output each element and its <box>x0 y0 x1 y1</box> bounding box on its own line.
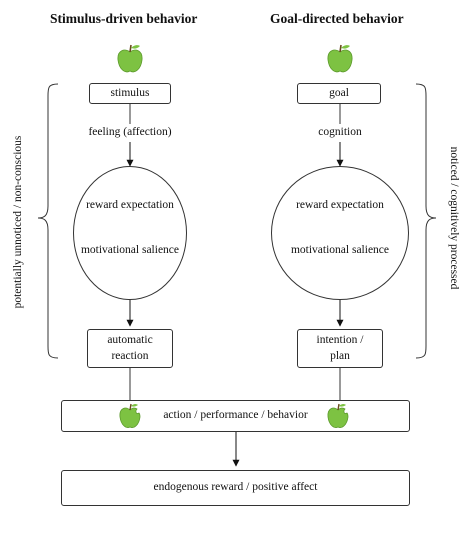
right-reward-circle <box>271 166 409 300</box>
left-motivational-salience: motivational salience <box>80 244 180 256</box>
goal-label: goal <box>329 86 349 99</box>
apple-icon <box>117 44 143 73</box>
automatic-reaction-line1: automatic <box>107 333 153 346</box>
feeling-label: feeling (affection) <box>88 126 172 138</box>
automatic-reaction-box: automatic reaction <box>87 329 173 368</box>
left-reward-expectation: reward expectation <box>86 199 174 211</box>
stimulus-label: stimulus <box>110 86 150 99</box>
right-motivational-salience: motivational salience <box>290 244 390 256</box>
stimulus-box: stimulus <box>89 83 171 104</box>
cognition-label: cognition <box>318 126 362 138</box>
right-heading: Goal-directed behavior <box>270 11 404 26</box>
reward-label: endogenous reward / positive affect <box>153 481 318 494</box>
action-label: action / performance / behavior <box>163 409 308 422</box>
automatic-reaction-line2: reaction <box>111 349 149 362</box>
intention-plan-line2: plan <box>330 349 350 362</box>
action-box: action / performance / behavior <box>61 400 410 432</box>
bitten-apple-icon <box>119 403 141 428</box>
left-reward-circle <box>73 166 187 300</box>
right-brace <box>415 83 437 359</box>
apple-icon <box>327 44 353 73</box>
right-reward-expectation: reward expectation <box>296 199 384 211</box>
right-side-label: noticed / cognitively processed <box>448 146 460 290</box>
left-side-label: potentially unnoticed / non-conscious <box>12 135 24 309</box>
left-heading: Stimulus-driven behavior <box>50 11 198 26</box>
goal-box: goal <box>297 83 381 104</box>
intention-plan-box: intention / plan <box>297 329 383 368</box>
intention-plan-line1: intention / <box>316 333 364 346</box>
left-brace <box>37 83 59 359</box>
reward-box: endogenous reward / positive affect <box>61 470 410 506</box>
bitten-apple-icon <box>327 403 349 428</box>
